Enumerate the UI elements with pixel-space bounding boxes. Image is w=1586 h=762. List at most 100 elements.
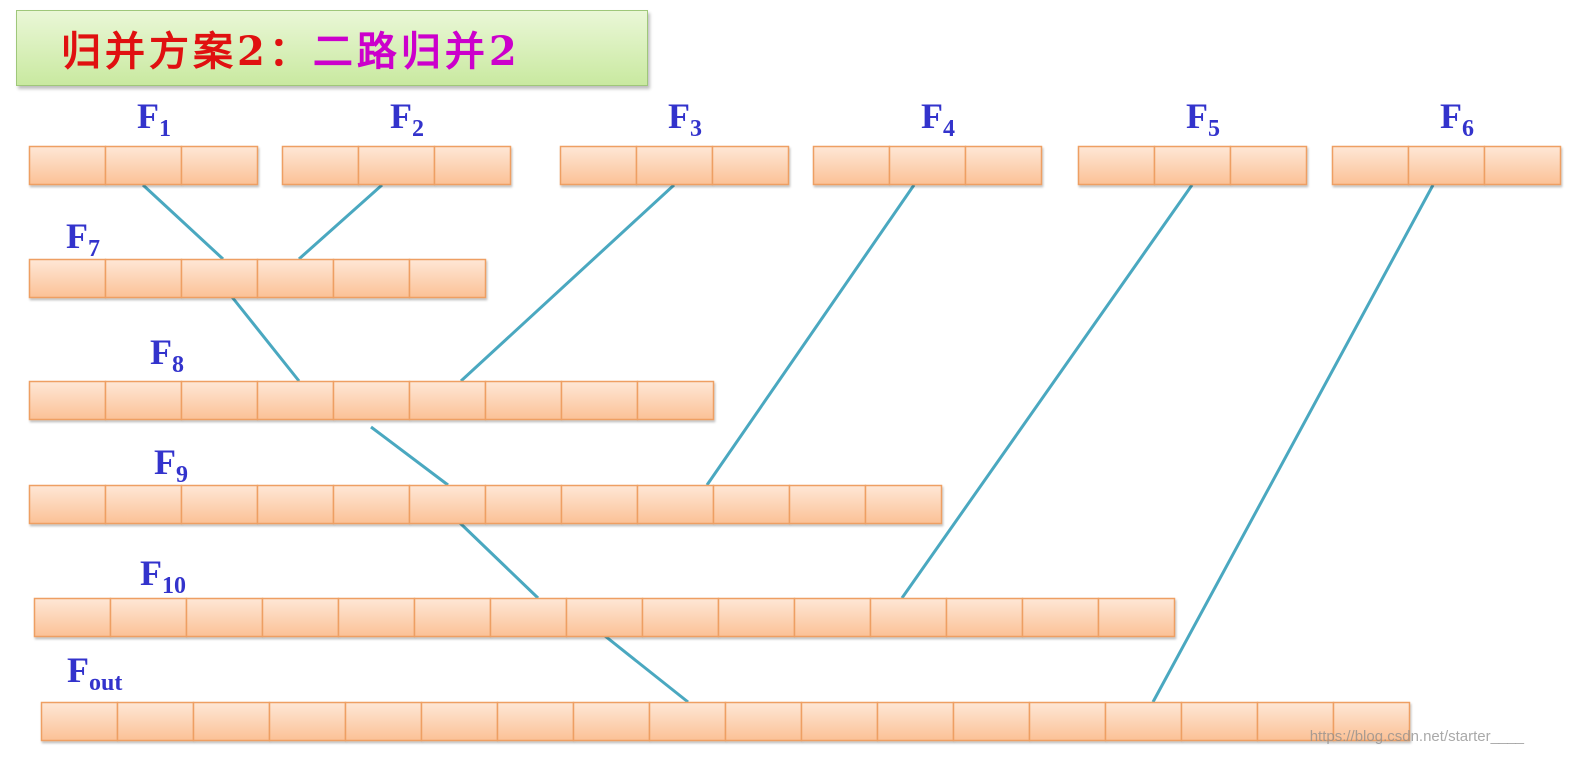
record-cell <box>648 701 727 742</box>
file-label-f4: F4 <box>921 96 955 142</box>
record-cell <box>332 258 411 299</box>
record-cell <box>332 380 411 421</box>
record-cell <box>484 380 563 421</box>
record-cell <box>261 597 340 638</box>
record-cell <box>337 597 416 638</box>
merge-line-f7-to-f8 <box>230 296 301 382</box>
record-cell <box>1153 145 1232 186</box>
file-f10 <box>33 597 1176 638</box>
record-cell <box>572 701 651 742</box>
record-cell <box>332 484 411 525</box>
record-cell <box>636 484 715 525</box>
record-cell <box>180 258 259 299</box>
record-cell <box>489 597 568 638</box>
record-cell <box>1331 145 1410 186</box>
file-f9 <box>28 484 943 525</box>
record-cell <box>433 145 512 186</box>
record-cell <box>800 701 879 742</box>
merge-line-f5-to-f10 <box>900 184 1194 599</box>
record-cell <box>1021 597 1100 638</box>
connector-lines <box>141 183 1435 704</box>
record-cell <box>104 145 183 186</box>
file-label-f8: F8 <box>150 332 184 378</box>
merge-line-f3-to-f8 <box>459 183 676 383</box>
merge-line-f9-to-f10 <box>458 521 540 600</box>
record-cell <box>256 484 335 525</box>
record-cell <box>28 145 107 186</box>
file-f5 <box>1077 145 1308 186</box>
record-cell <box>864 484 943 525</box>
file-f4 <box>812 145 1043 186</box>
record-cell <box>185 597 264 638</box>
record-cell <box>28 380 107 421</box>
record-cell <box>1104 701 1183 742</box>
record-cell <box>560 484 639 525</box>
file-label-f7: F7 <box>66 216 100 262</box>
file-boxes <box>28 145 1562 742</box>
record-cell <box>104 484 183 525</box>
record-cell <box>888 145 967 186</box>
record-cell <box>413 597 492 638</box>
file-label-f10: F10 <box>140 553 186 599</box>
file-label-f9: F9 <box>154 442 188 488</box>
record-cell <box>1407 145 1486 186</box>
file-f6 <box>1331 145 1562 186</box>
record-cell <box>357 145 436 186</box>
file-label-f6: F6 <box>1440 96 1474 142</box>
record-cell <box>408 258 487 299</box>
merge-line-f1-to-f7 <box>141 183 225 261</box>
merge-line-f10-to-fout <box>604 634 689 704</box>
record-cell <box>712 484 791 525</box>
merge-line-f8-to-f9 <box>370 425 449 487</box>
record-cell <box>636 380 715 421</box>
record-cell <box>28 258 107 299</box>
record-cell <box>1180 701 1259 742</box>
record-cell <box>1332 701 1411 742</box>
file-label-fout: Fout <box>67 650 122 696</box>
record-cell <box>408 484 487 525</box>
record-cell <box>28 484 107 525</box>
record-cell <box>641 597 720 638</box>
record-cell <box>1229 145 1308 186</box>
merge-line-f6-to-fout <box>1151 184 1435 703</box>
record-cell <box>192 701 271 742</box>
record-cell <box>256 258 335 299</box>
record-cell <box>560 380 639 421</box>
record-cell <box>256 380 335 421</box>
file-f7 <box>28 258 487 299</box>
merge-line-f2-to-f7 <box>298 183 383 261</box>
record-cell <box>281 145 360 186</box>
record-cell <box>1028 701 1107 742</box>
file-f8 <box>28 380 715 421</box>
record-cell <box>496 701 575 742</box>
record-cell <box>484 484 563 525</box>
record-cell <box>1256 701 1335 742</box>
file-label-f1: F1 <box>137 96 171 142</box>
file-fout <box>40 701 1411 742</box>
record-cell <box>116 701 195 742</box>
file-label-f5: F5 <box>1186 96 1220 142</box>
record-cell <box>1097 597 1176 638</box>
file-f1 <box>28 145 259 186</box>
record-cell <box>788 484 867 525</box>
record-cell <box>104 258 183 299</box>
record-cell <box>717 597 796 638</box>
record-cell <box>559 145 638 186</box>
record-cell <box>869 597 948 638</box>
record-cell <box>268 701 347 742</box>
record-cell <box>565 597 644 638</box>
record-cell <box>945 597 1024 638</box>
record-cell <box>952 701 1031 742</box>
record-cell <box>964 145 1043 186</box>
record-cell <box>711 145 790 186</box>
record-cell <box>33 597 112 638</box>
title-text-scheme: 归并方案2： <box>61 28 313 75</box>
record-cell <box>40 701 119 742</box>
record-cell <box>180 145 259 186</box>
record-cell <box>420 701 499 742</box>
record-cell <box>104 380 183 421</box>
record-cell <box>180 484 259 525</box>
watermark: https://blog.csdn.net/starter____ <box>1309 728 1524 745</box>
record-cell <box>876 701 955 742</box>
record-cell <box>408 380 487 421</box>
